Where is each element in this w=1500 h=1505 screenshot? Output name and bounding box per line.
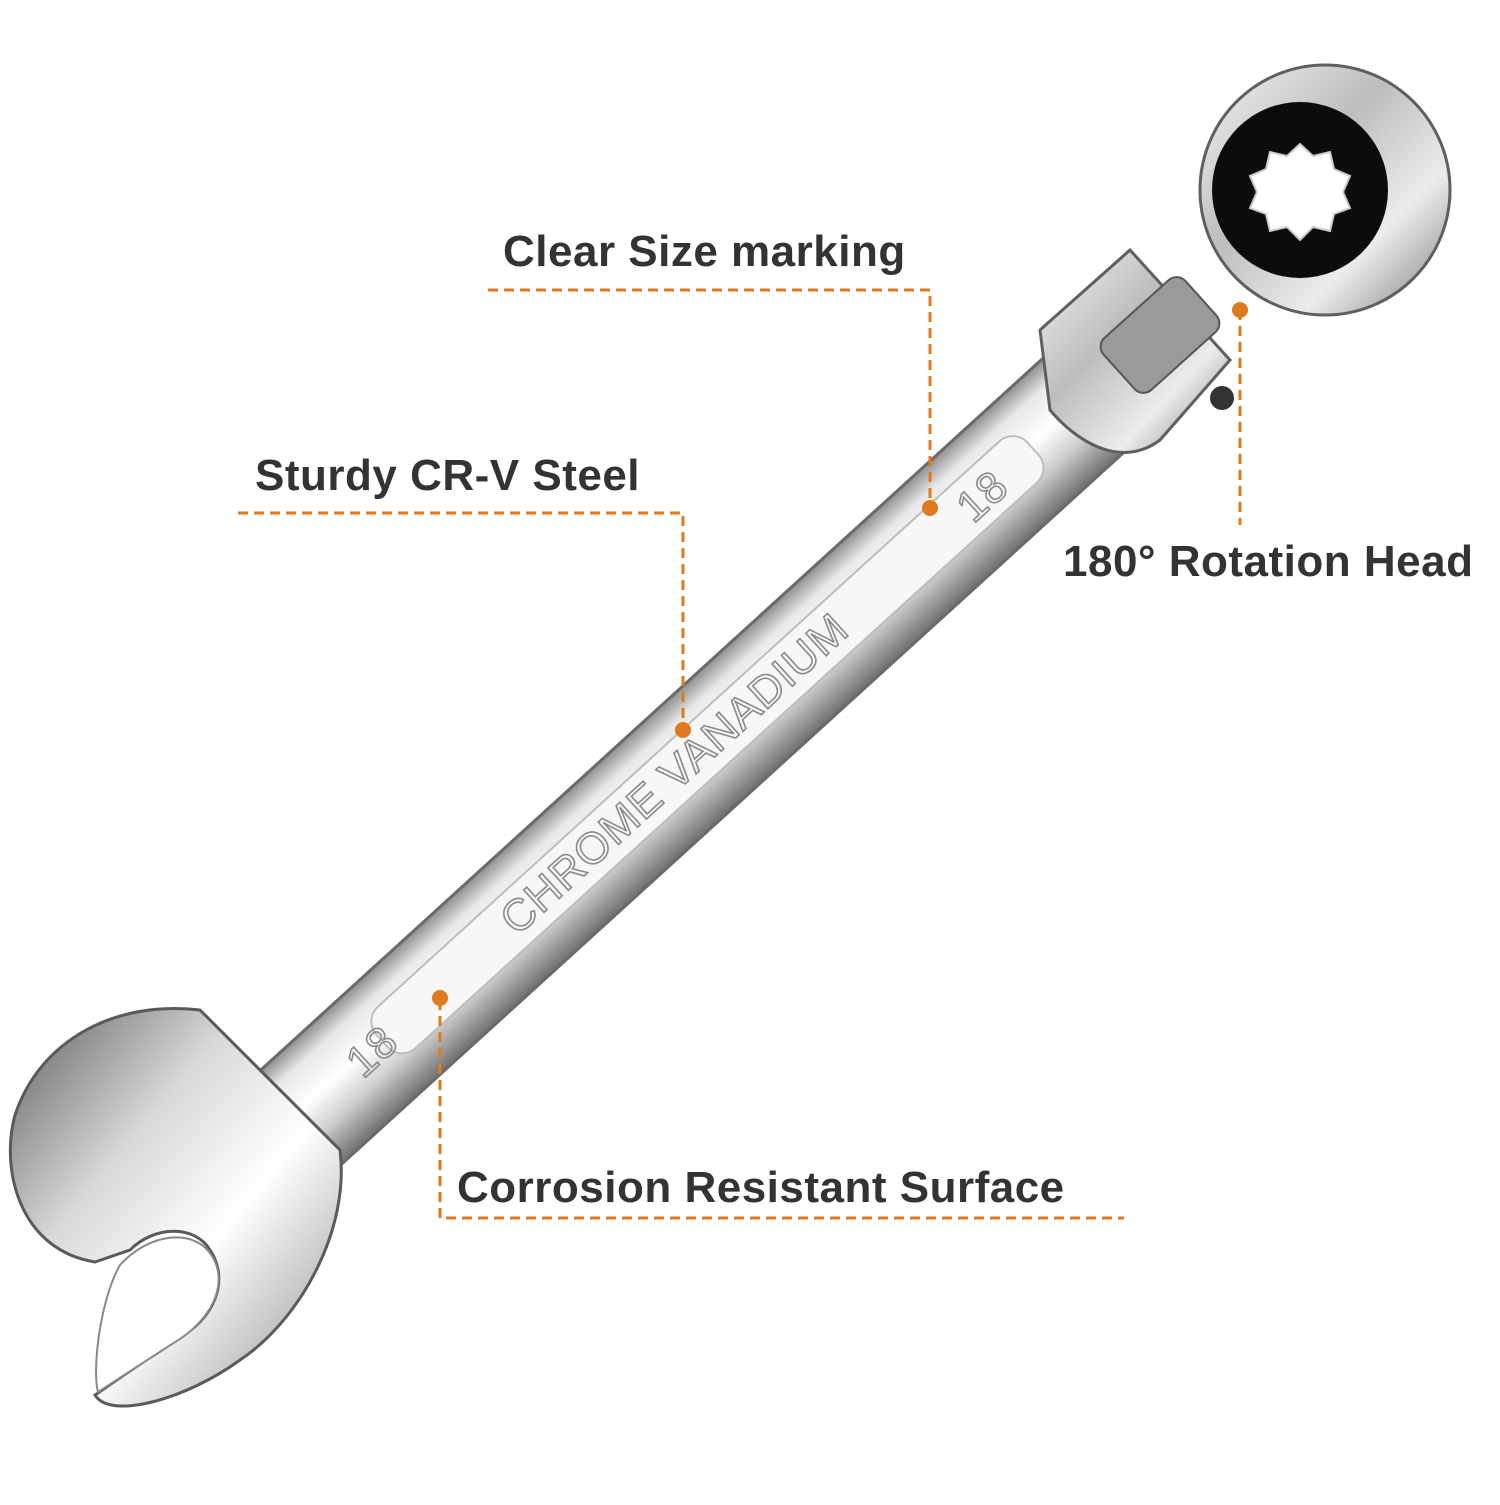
ratchet-head <box>1038 63 1452 454</box>
leader-steel <box>238 511 685 728</box>
dot-size-marking <box>922 500 938 516</box>
ratchet-gear-opening-icon <box>1248 142 1352 242</box>
label-size-marking: Clear Size marking <box>503 227 906 276</box>
label-surface: Corrosion Resistant Surface <box>457 1163 1065 1212</box>
leader-size-marking <box>488 288 932 508</box>
dot-surface <box>432 990 448 1006</box>
label-rotation-head: 180° Rotation Head <box>1063 537 1474 586</box>
leader-surface <box>438 1000 1124 1220</box>
label-steel: Sturdy CR-V Steel <box>255 451 641 500</box>
callout-dots <box>432 302 1248 1006</box>
material-engraving: CHROME VANADIUM <box>491 604 858 944</box>
open-end-head <box>8 1007 343 1408</box>
callout-leaders <box>238 288 1242 1220</box>
dot-rotation-head <box>1232 302 1248 318</box>
dot-steel <box>675 722 691 738</box>
